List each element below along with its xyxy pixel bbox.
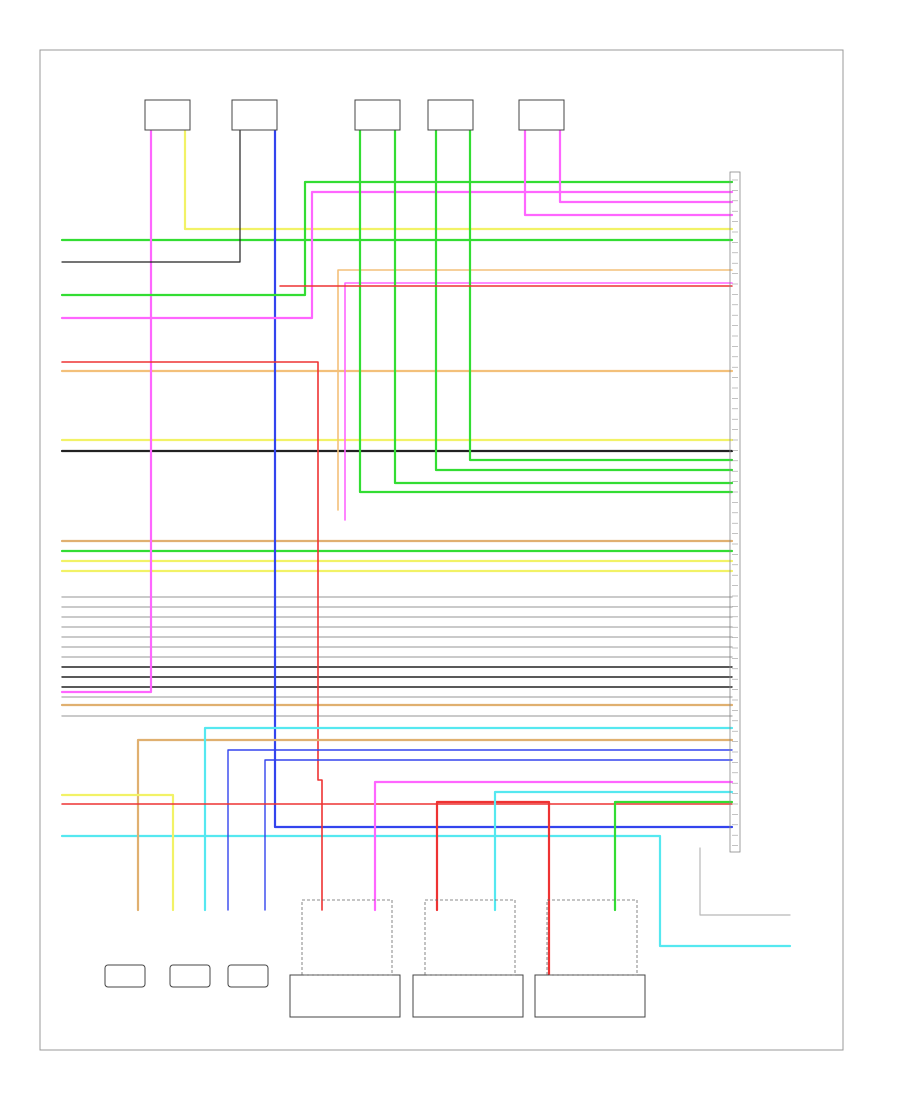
yellow-sensor-wire xyxy=(183,128,734,231)
top-sensor-1 xyxy=(144,99,191,131)
pink-cam-wire xyxy=(523,128,734,217)
green-cam-wire-4 xyxy=(468,128,734,462)
red-coil-wire xyxy=(435,800,551,977)
green-signal-wire xyxy=(60,180,734,297)
ignition-coil-3 xyxy=(534,974,646,1018)
top-sensor-5 xyxy=(518,99,565,131)
injector-3 xyxy=(227,964,269,988)
top-sensor-3 xyxy=(354,99,401,131)
green-cam-wire xyxy=(358,128,734,494)
wire-layer xyxy=(60,128,792,977)
red-feed-wire xyxy=(61,361,323,911)
injector-1 xyxy=(104,964,146,988)
pink-signal-wire xyxy=(60,190,734,320)
ecm-connector xyxy=(732,179,738,846)
coil-module-outline-2 xyxy=(424,899,516,976)
cyan-injector-wire xyxy=(203,726,734,912)
top-sensor-4 xyxy=(427,99,474,131)
ignition-coil-2 xyxy=(412,974,524,1018)
cyan-sensor-wire xyxy=(60,834,792,948)
cyan-coil-wire xyxy=(493,790,734,912)
component-layer xyxy=(104,99,741,1018)
diagram-frame xyxy=(39,49,844,1051)
coil-module-outline-1 xyxy=(301,899,393,976)
ecm-connector-body xyxy=(729,171,741,853)
injector-2 xyxy=(169,964,211,988)
tan-injector-wire xyxy=(136,738,734,912)
orange-return-wire xyxy=(337,269,733,511)
pink-coil-wire xyxy=(373,780,734,912)
top-sensor-2 xyxy=(231,99,278,131)
green-cam-wire-3 xyxy=(434,128,734,472)
blue-injector-wire-2 xyxy=(264,759,733,911)
black-signal-wire xyxy=(61,129,241,263)
yellow-injector-wire xyxy=(60,793,175,912)
ignition-coil-1 xyxy=(289,974,401,1018)
green-cam-wire-2 xyxy=(393,128,734,485)
pink-return-wire xyxy=(344,282,733,521)
gray-ecm-wire xyxy=(699,847,791,916)
green-coil-wire xyxy=(613,800,734,912)
blue-injector-wire xyxy=(227,749,733,911)
pink-cam-wire-2 xyxy=(558,128,734,204)
coil-module-outline-3 xyxy=(546,899,638,976)
blue-reference-wire xyxy=(273,128,734,829)
